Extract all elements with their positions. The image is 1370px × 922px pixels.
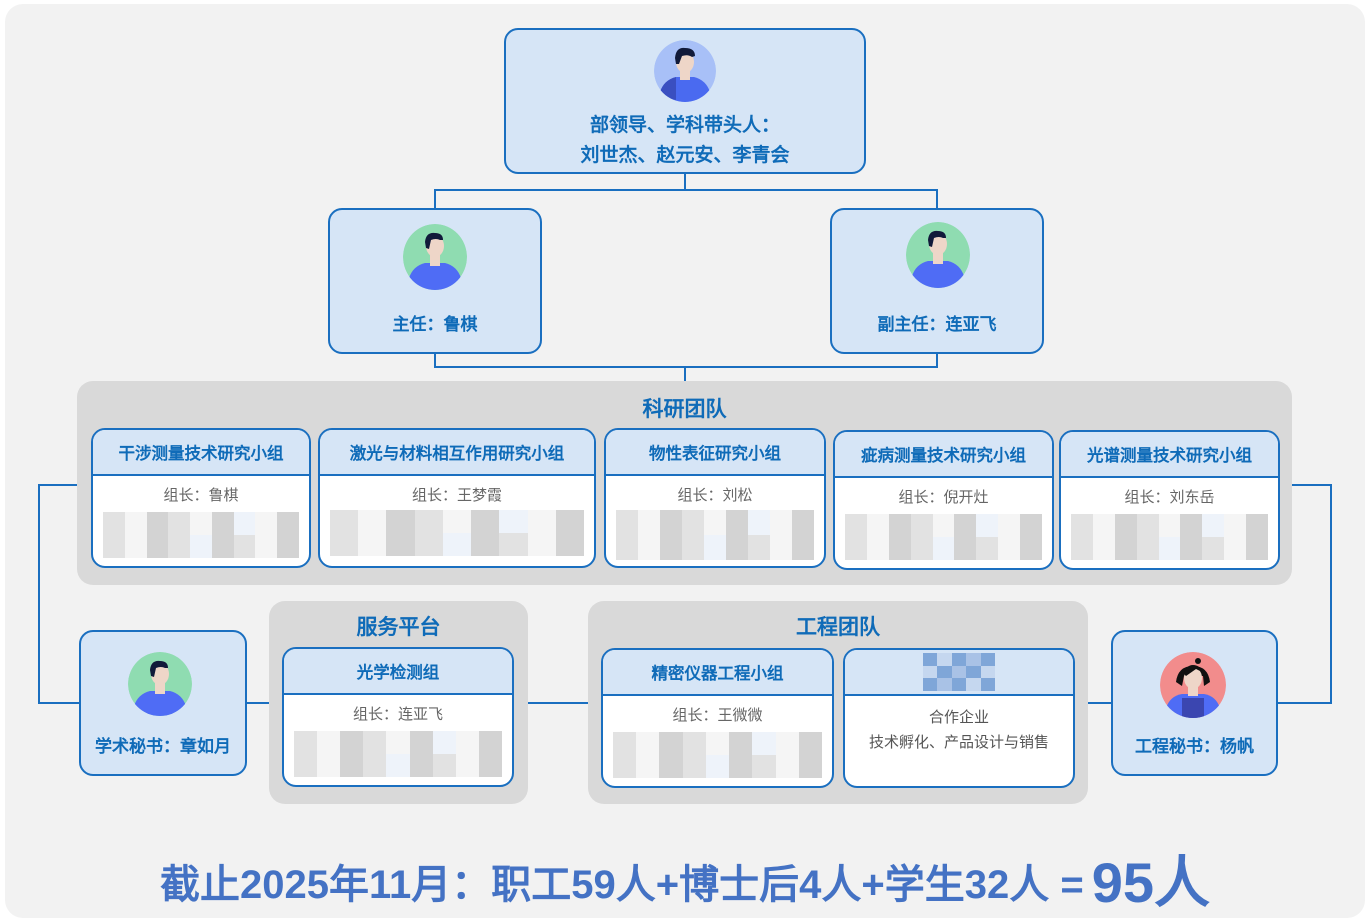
- group-name: 疵病测量技术研究小组: [835, 432, 1052, 478]
- group-name: 光谱测量技术研究小组: [1061, 432, 1278, 478]
- research-group-card[interactable]: 疵病测量技术研究小组 组长：倪开灶: [833, 430, 1054, 570]
- redacted-content: [103, 512, 299, 558]
- group-leader: 组长：刘松: [677, 486, 753, 504]
- research-group-card[interactable]: 激光与材料相互作用研究小组 组长：王梦霞: [318, 428, 596, 568]
- redacted-name-mosaic: [923, 653, 995, 691]
- group-name: 光学检测组: [284, 649, 512, 695]
- research-team-title: 科研团队: [642, 397, 727, 421]
- connector-line: [684, 172, 686, 190]
- engineering-secretary-box[interactable]: 工程秘书：杨帆: [1111, 630, 1278, 776]
- group-leader: 组长：刘东岳: [1124, 488, 1215, 506]
- engineering-secretary-label: 工程秘书：杨帆: [1135, 737, 1254, 757]
- academic-secretary-box[interactable]: 学术秘书：章如月: [79, 630, 247, 776]
- redacted-content: [613, 732, 822, 778]
- male-avatar-icon: [654, 40, 716, 102]
- connector-line: [434, 366, 938, 368]
- connector-line: [1330, 484, 1332, 704]
- group-name: 物性表征研究小组: [606, 430, 824, 476]
- group-leader: 组长：王梦霞: [411, 486, 502, 504]
- redacted-content: [330, 510, 584, 556]
- connector-line: [1278, 702, 1332, 704]
- engineering-team-title: 工程团队: [796, 615, 880, 639]
- group-name: 干涉测量技术研究小组: [93, 430, 309, 476]
- group-name: 激光与材料相互作用研究小组: [320, 430, 594, 476]
- leadership-title: 部领导、学科带头人：: [589, 114, 780, 136]
- connector-line: [936, 189, 938, 209]
- connector-line: [1088, 702, 1112, 704]
- connector-line: [1292, 484, 1332, 486]
- staff-summary: 截止2025年11月：职工59人+博士后4人+学生32人 =95人: [0, 838, 1370, 919]
- redacted-content: [845, 514, 1042, 560]
- partner-enterprise-card[interactable]: 合作企业 技术孵化、产品设计与销售: [843, 648, 1075, 788]
- group-leader: 组长：连亚飞: [352, 705, 443, 723]
- partner-description: 技术孵化、产品设计与销售: [868, 733, 1049, 751]
- connector-line: [528, 702, 588, 704]
- redacted-content: [616, 510, 814, 560]
- director-label: 主任：鲁棋: [392, 315, 478, 335]
- group-leader: 组长：王微微: [672, 706, 763, 724]
- summary-total: 95人: [1091, 851, 1210, 914]
- male-avatar-icon: [128, 652, 192, 716]
- director-box[interactable]: 主任：鲁棋: [328, 208, 542, 354]
- academic-secretary-label: 学术秘书：章如月: [95, 737, 231, 757]
- connector-line: [246, 702, 270, 704]
- connector-line: [434, 189, 938, 191]
- connector-line: [38, 484, 40, 704]
- engineering-group-card[interactable]: 精密仪器工程小组 组长：王微微: [601, 648, 834, 788]
- redacted-group-name: [845, 650, 1073, 696]
- connector-line: [38, 702, 80, 704]
- group-name: 精密仪器工程小组: [603, 650, 832, 696]
- redacted-content: [1071, 514, 1268, 560]
- research-group-card[interactable]: 物性表征研究小组 组长：刘松: [604, 428, 826, 568]
- research-group-card[interactable]: 干涉测量技术研究小组 组长：鲁棋: [91, 428, 311, 568]
- male-avatar-icon: [403, 224, 467, 290]
- partner-type: 合作企业: [928, 708, 989, 726]
- summary-text: 截止2025年11月：职工59人+博士后4人+学生32人 =: [160, 863, 1084, 907]
- female-avatar-icon: [1160, 652, 1226, 718]
- connector-line: [936, 352, 938, 368]
- group-leader: 组长：鲁棋: [163, 486, 239, 504]
- connector-line: [38, 484, 78, 486]
- connector-line: [434, 189, 436, 209]
- deputy-director-label: 副主任：连亚飞: [877, 315, 997, 335]
- redacted-content: [294, 731, 502, 777]
- connector-line: [684, 366, 686, 382]
- research-group-card[interactable]: 光谱测量技术研究小组 组长：刘东岳: [1059, 430, 1280, 570]
- male-avatar-icon: [906, 222, 970, 288]
- service-group-card[interactable]: 光学检测组 组长：连亚飞: [282, 647, 514, 787]
- leadership-box[interactable]: 部领导、学科带头人： 刘世杰、赵元安、李青会: [504, 28, 866, 174]
- group-leader: 组长：倪开灶: [898, 488, 989, 506]
- leadership-names: 刘世杰、赵元安、李青会: [580, 144, 790, 166]
- deputy-director-box[interactable]: 副主任：连亚飞: [830, 208, 1044, 354]
- service-platform-title: 服务平台: [356, 615, 441, 639]
- connector-line: [434, 352, 436, 368]
